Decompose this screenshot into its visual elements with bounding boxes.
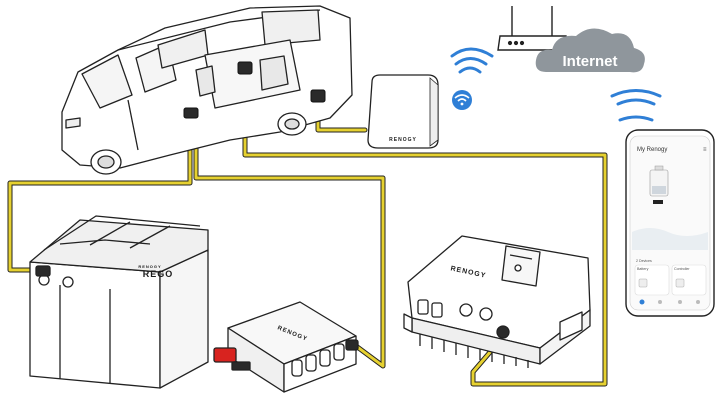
camper-van (61, 5, 353, 175)
renogy-rego-battery (29, 215, 209, 389)
van-connectors (183, 61, 326, 119)
phone-devices-label: 2 Devices (636, 259, 652, 263)
phone-device-2: Controller (674, 267, 690, 271)
menu-icon: ≡ (703, 147, 707, 153)
cables (7, 72, 608, 387)
smartphone: My Renogy ≡ 2 Devices Battery Controller (625, 129, 715, 317)
signal-waves-icon (450, 47, 494, 74)
cloud-icon: Internet (535, 28, 645, 73)
battery-model: REGO (143, 269, 174, 279)
cloud-label: Internet (562, 53, 617, 70)
wifi-icon (452, 90, 472, 110)
battery-brand: RENOGY (138, 264, 161, 269)
phone-device-1: Battery (637, 267, 649, 271)
hub-brand: RENOGY (389, 137, 417, 143)
renogy-distributor (213, 301, 359, 393)
renogy-inverter (403, 235, 591, 368)
phone-signal-waves-icon (610, 89, 662, 122)
renogy-hub: RENOGY (367, 74, 439, 149)
phone-app-title: My Renogy (637, 147, 667, 153)
